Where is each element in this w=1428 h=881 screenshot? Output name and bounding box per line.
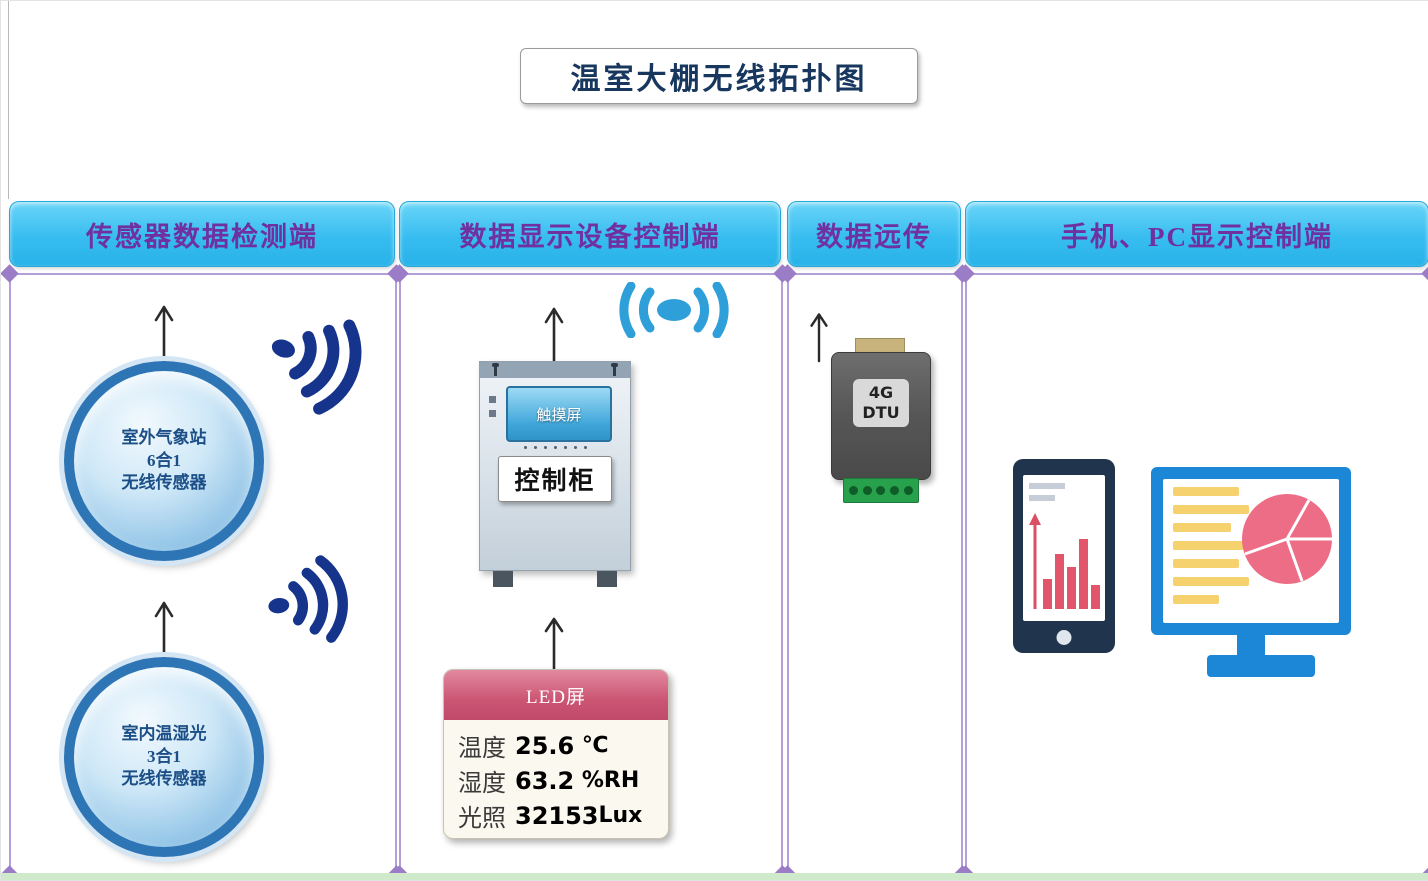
antenna-icon [154,601,174,659]
smartphone [1013,459,1115,653]
led-panel: LED屏 温度 25.6 ℃ 湿度 63.2 %RH 光照 32153 Lux [443,669,669,839]
control-cabinet: 触摸屏 控制柜 [479,361,631,571]
terminal-screw-icon [876,486,886,495]
led-panel-body: 温度 25.6 ℃ 湿度 63.2 %RH 光照 32153 Lux [444,720,668,833]
column-header-remote: 数据远传 [787,201,961,267]
radio-signal-icon [271,319,362,415]
vent-icon [489,410,496,417]
sensor-type: 6合1 [147,450,181,470]
monitor-stand-neck [1237,635,1265,655]
cabinet-label: 控制柜 [498,456,612,502]
terminal-screw-icon [890,486,900,495]
corner-ornament-icon [1421,264,1428,283]
bolt-icon [611,363,618,376]
sensor-node-indoor: 室内温湿光 3合1 无线传感器 [64,657,264,857]
antenna-icon [544,307,564,363]
led-reading-light: 光照 32153 Lux [458,801,643,833]
column-header-display: 数据显示设备控制端 [399,201,781,267]
led-reading-temperature: 温度 25.6 ℃ [458,731,609,763]
column-header-clients: 手机、PC显示控制端 [965,201,1428,267]
vent-icon [489,396,496,403]
sensor-name: 室外气象站 [121,427,207,447]
sensor-type: 3合1 [147,746,181,766]
page-title-text: 温室大棚无线拓扑图 [570,63,868,96]
cabinet-top-band [480,362,630,378]
led-panel-header: LED屏 [444,670,668,720]
antenna-icon [544,617,564,671]
led-reading-humidity: 湿度 63.2 %RH [458,766,640,798]
page-edge-strip [1,873,1428,880]
monitor-screen [1163,479,1339,623]
monitor-stand-base [1207,655,1315,677]
dtu-device: 4G DTU [831,352,931,480]
pc-monitor [1151,467,1351,635]
page-edge-line [8,1,9,199]
bolt-icon [492,363,499,376]
home-button-icon [1056,630,1072,645]
cabinet-foot [597,571,617,587]
sensor-kind: 无线传感器 [121,473,207,493]
cabinet-foot [493,571,513,587]
broadcast-icon [619,282,729,338]
dtu-label: 4G DTU [853,379,909,427]
sensor-name: 室内温湿光 [121,723,207,743]
pie-chart-icon [1242,494,1332,584]
phone-screen [1023,475,1105,621]
text-lines [1173,487,1249,613]
terminal-screw-icon [862,486,872,495]
sensor-node-outdoor: 室外气象站 6合1 无线传感器 [64,361,264,561]
antenna-icon [154,305,174,363]
indicator-dots [480,446,630,449]
page-title: 温室大棚无线拓扑图 [520,48,918,104]
dtu-terminal-block [843,478,919,503]
sensor-kind: 无线传感器 [121,769,207,789]
corner-ornament-icon [1,264,19,283]
antenna-icon [810,313,828,363]
terminal-screw-icon [904,486,914,495]
touch-screen-label: 触摸屏 [536,407,582,424]
phone-bar-chart [1029,483,1100,609]
column-header-sensors: 传感器数据检测端 [9,201,395,267]
touch-screen: 触摸屏 [506,386,612,442]
radio-signal-icon [268,555,348,643]
terminal-screw-icon [848,486,858,495]
